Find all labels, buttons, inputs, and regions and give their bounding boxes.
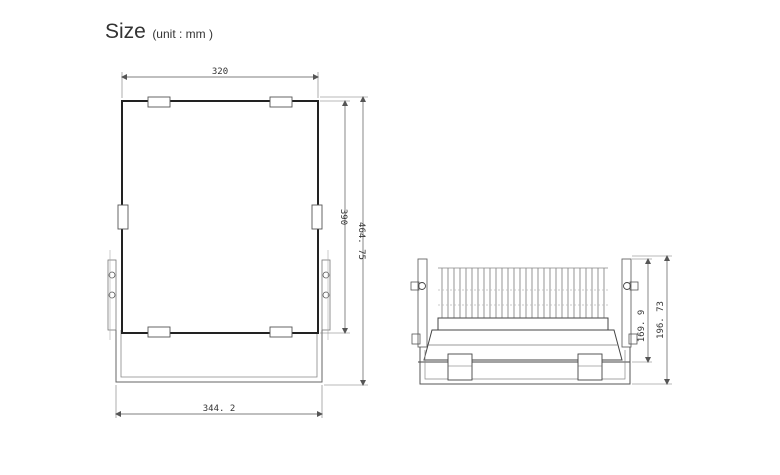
side-heatsink-fins (438, 267, 608, 318)
side-view: 169. 9 196. 73 (410, 255, 672, 385)
dim-height-outer: 464. 75 (356, 222, 366, 260)
dim-side-height-outer: 196. 73 (656, 301, 666, 339)
page-title: Size (unit : mm ) (105, 20, 213, 44)
dim-height-inner: 390 (338, 209, 348, 225)
title-main: Size (105, 20, 146, 43)
front-bracket (115, 330, 323, 383)
side-lower-housing (423, 329, 623, 361)
dim-width-top: 320 (212, 67, 228, 77)
side-bracket (419, 347, 631, 385)
side-heatsink-base (437, 317, 609, 331)
dim-side-height-inner: 169. 9 (637, 310, 647, 343)
title-unit: (unit : mm ) (152, 27, 213, 41)
front-housing (121, 100, 319, 334)
dim-width-bottom: 344. 2 (203, 404, 236, 414)
front-view: 320 344. 2 390 464. 75 (107, 67, 368, 418)
